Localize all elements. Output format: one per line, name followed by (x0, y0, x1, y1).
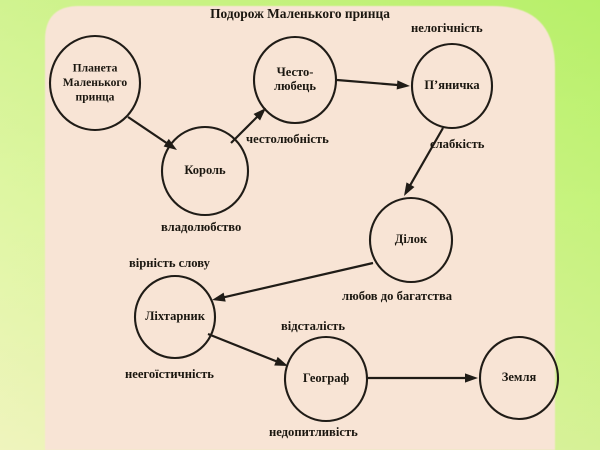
edge-businessman-lamplighter (212, 261, 374, 302)
node-geographer[interactable]: Географ (283, 335, 369, 423)
edge-label-ambition: честолюбність (246, 132, 329, 146)
node-label-line: Планета (73, 61, 118, 74)
node-label-line: принца (76, 90, 115, 103)
node-circle (48, 34, 142, 132)
edge-geographer-earth (368, 373, 478, 383)
edge-line (336, 78, 400, 87)
node-label-line: Географ (303, 371, 350, 385)
node-circle (478, 335, 560, 421)
node-circle (160, 125, 250, 217)
node-lamplighter[interactable]: Ліхтарник (133, 274, 217, 360)
edge-label-unselfish: неегоїстичність (125, 367, 214, 381)
node-king[interactable]: Король (160, 125, 250, 217)
edge-line (222, 261, 374, 299)
node-label-line: Ліхтарник (145, 309, 206, 323)
edge-line (207, 332, 279, 363)
arrow-head-icon (274, 356, 288, 366)
arrow-head-icon (404, 182, 415, 196)
edge-label-weakness: слабкість (430, 137, 485, 151)
node-label-line: П’яничка (424, 78, 480, 92)
edge-label-illogic: нелогічність (411, 21, 483, 35)
edge-ambitious-drunkard (336, 78, 410, 90)
edge-label-loyalty: вірність слову (129, 256, 211, 270)
node-label-line: любець (274, 79, 316, 93)
node-label-line: Ділок (395, 232, 428, 246)
node-label: Король (184, 163, 226, 177)
edge-line (230, 115, 259, 144)
node-circle (252, 35, 338, 125)
edges-layer (127, 78, 478, 383)
node-label-line: Земля (502, 370, 537, 384)
node-label: Ділок (395, 232, 428, 246)
edge-label-incurious: недопитливість (269, 425, 358, 439)
edge-label-wealthlove: любов до багатства (342, 289, 453, 303)
node-earth[interactable]: Земля (478, 335, 560, 421)
node-label: Географ (303, 371, 350, 385)
content-panel (45, 6, 555, 450)
edge-line (408, 127, 444, 188)
edge-drunkard-businessman (404, 127, 444, 196)
edge-label-backwardness: відсталість (281, 319, 345, 333)
node-label: П’яничка (424, 78, 480, 92)
edge-lamplighter-geographer (207, 332, 288, 366)
arrow-head-icon (253, 108, 266, 121)
node-label-line: Често- (277, 65, 314, 79)
arrow-head-icon (212, 292, 226, 302)
page-title: Подорож Маленького принца (210, 6, 390, 21)
node-label: Земля (502, 370, 537, 384)
edge-king-ambitious (230, 108, 266, 144)
edge-labels-layer: нелогічність честолюбність слабкість владол… (125, 21, 485, 439)
node-label-line: Маленького (63, 76, 128, 89)
node-label: Ліхтарник (145, 309, 206, 323)
node-label: Често-любець (274, 65, 316, 93)
node-circle (368, 196, 454, 284)
node-ambitious[interactable]: Често-любець (252, 35, 338, 125)
node-circle (410, 42, 494, 130)
node-circle (133, 274, 217, 360)
arrow-head-icon (396, 80, 410, 90)
node-drunkard[interactable]: П’яничка (410, 42, 494, 130)
arrow-head-icon (465, 373, 478, 383)
node-businessman[interactable]: Ділок (368, 196, 454, 284)
node-label-line: Король (184, 163, 226, 177)
edge-line (127, 116, 169, 145)
node-circle (283, 335, 369, 423)
edge-label-powerlust: владолюбство (161, 220, 241, 234)
